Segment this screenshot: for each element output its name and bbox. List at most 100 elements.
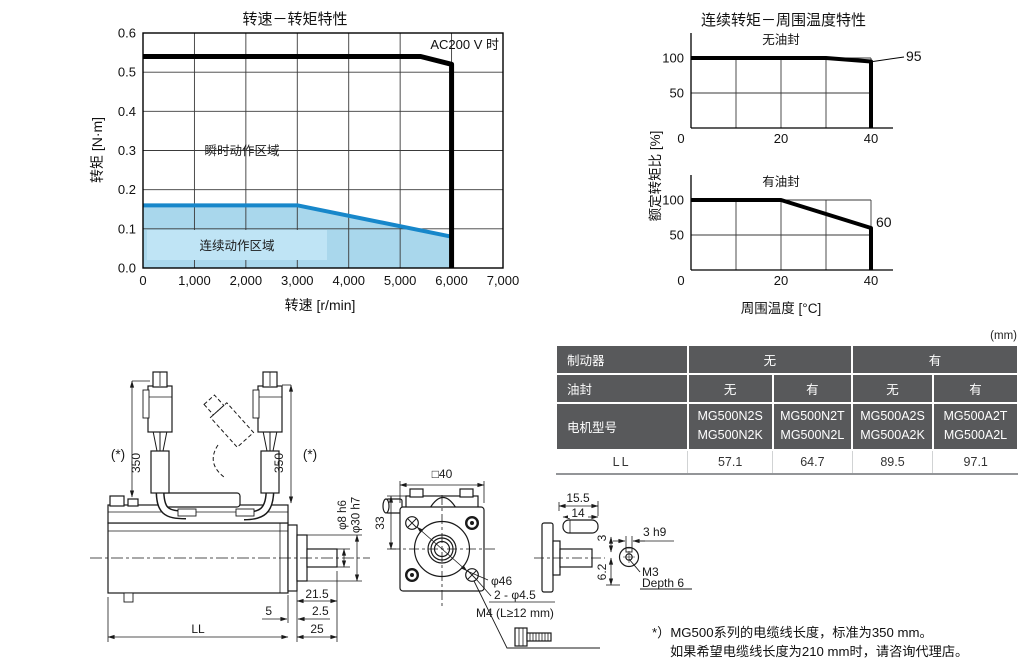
brake-label-cell: 制动器 <box>555 344 689 375</box>
dim-14: 14 <box>571 506 585 520</box>
unit-note: (mm) <box>990 330 1017 342</box>
x-tick-label: 3,000 <box>281 273 314 288</box>
footnote-line1: *）MG500系列的电缆线长度，标准为350 mm。 <box>652 625 933 640</box>
motor-cable-left <box>142 371 197 520</box>
connector-alt-position-dashed <box>203 394 255 448</box>
y-tick-label: 0.3 <box>118 143 136 158</box>
continuous-region-label-box <box>147 230 327 260</box>
x-tick-label: 7,000 <box>487 273 520 288</box>
model-name: MG500N2K <box>697 428 763 443</box>
model-name: MG500N2L <box>780 428 845 443</box>
cable-length-dim-right: 350 <box>272 453 286 473</box>
seal-cell: 有 <box>771 373 854 404</box>
connector-left <box>147 385 173 433</box>
tap-spec: M3 <box>642 565 659 579</box>
x-tick-label: 4,000 <box>332 273 365 288</box>
model-cell: MG500A2T MG500A2L <box>931 402 1020 451</box>
footnote-line2: 如果希望电缆线长度为210 mm时，请咨询代理店。 <box>670 644 969 660</box>
x-tick-label: 0 <box>139 273 146 288</box>
y-tick-label: 100 <box>662 193 684 208</box>
model-name: MG500A2L <box>943 428 1008 443</box>
plot-border <box>142 32 504 269</box>
dim-33: 33 <box>373 516 387 530</box>
y-tick-label: 0.2 <box>118 182 136 197</box>
y-tick-label: 0.4 <box>118 104 136 119</box>
derating-line <box>691 56 873 128</box>
x-tick-label: 40 <box>864 273 878 288</box>
y-tick-label: 50 <box>670 228 684 243</box>
derating-line <box>691 198 873 270</box>
x-tick-label: 1,000 <box>178 273 211 288</box>
dim-3: 3 <box>595 534 609 541</box>
shaft-diameter-dim: φ8 h6 <box>337 500 349 530</box>
ll-value-cell: 97.1 <box>932 449 1018 475</box>
x-tick-label: 0 <box>677 131 684 146</box>
model-name: MG500A2S <box>860 409 925 423</box>
ll-value-cell: 64.7 <box>772 449 853 475</box>
dim-25: 25 <box>310 622 324 636</box>
seal-cell: 无 <box>686 373 774 404</box>
y-tick-label: 0.6 <box>118 26 136 41</box>
torque-speed-chart-title: 转速－转矩特性 <box>242 11 348 28</box>
model-name: MG500A2T <box>943 409 1008 423</box>
bolt-circle-dim: φ46 <box>491 574 512 588</box>
voltage-annotation: AC200 V 时 <box>430 37 499 52</box>
shaft-detail-view <box>534 519 640 593</box>
model-cell: MG500N2T MG500N2L <box>771 402 854 451</box>
end-value-leader <box>872 56 905 62</box>
x-tick-label: 40 <box>864 131 878 146</box>
ll-row: LL 57.1 64.7 89.5 97.1 <box>556 449 1018 475</box>
y-tick-label: 0.1 <box>118 221 136 236</box>
y-tick-label: 0.0 <box>118 261 136 276</box>
x-tick-label: 5,000 <box>384 273 417 288</box>
dim-ll: LL <box>191 622 205 636</box>
side-view-dimensions <box>107 380 362 642</box>
y-tick-label: 0.5 <box>118 65 136 80</box>
asterisk-note-right: (*) <box>303 447 317 462</box>
brake-yes-cell: 有 <box>851 344 1019 375</box>
x-tick-label: 2,000 <box>230 273 263 288</box>
motor-side-view <box>90 371 370 603</box>
front-view-dimensions <box>387 481 600 649</box>
ll-label-cell: LL <box>556 449 689 475</box>
ll-value-cell: 57.1 <box>687 449 774 475</box>
brake-row: 制动器 无 有 <box>555 344 1019 375</box>
y-tick-label: 50 <box>670 86 684 101</box>
temp-chart-title: 连续转矩－周围温度特性 <box>700 12 866 29</box>
motor-front-view <box>382 488 496 607</box>
model-name: MG500N2T <box>780 409 845 423</box>
dim-2-5: 2.5 <box>312 604 329 618</box>
dim-square-40: □40 <box>432 467 453 481</box>
end-value-label: 95 <box>906 48 922 64</box>
holes-dim: 2 - φ4.5 <box>494 588 536 602</box>
model-name: MG500A2K <box>860 428 925 443</box>
continuous-region-label: 连续动作区域 <box>199 238 274 253</box>
pilot-diameter-dim: φ30 h7 <box>351 497 363 533</box>
ll-value-cell: 89.5 <box>852 449 934 475</box>
seal-condition-label: 有油封 <box>762 175 800 189</box>
dimension-drawing: (*) (*) 350 350 φ8 h6 φ30 h7 21.5 5 2.5 … <box>90 371 692 649</box>
x-tick-label: 0 <box>677 273 684 288</box>
instant-torque-line <box>143 54 455 268</box>
connector-right <box>257 385 283 433</box>
instant-region-label: 瞬时动作区域 <box>204 144 279 158</box>
y-tick-label: 100 <box>662 51 684 66</box>
x-tick-label: 20 <box>774 131 788 146</box>
cable-length-dim-left: 350 <box>129 453 143 473</box>
dim-5: 5 <box>265 604 272 618</box>
speed-axis-label: 转速 [r/min] <box>284 297 356 313</box>
x-tick-label: 20 <box>774 273 788 288</box>
cable-length-footnote: *）MG500系列的电缆线长度，标准为350 mm。 如果希望电缆线长度为210… <box>652 623 968 661</box>
seal-cell: 无 <box>851 373 934 404</box>
bolt-icon <box>514 627 552 647</box>
dim-15-5: 15.5 <box>566 491 590 505</box>
bolt-spec: M4 (L≥12 mm) <box>476 606 554 620</box>
oil-seal-row: 油封 无 有 无 有 <box>555 373 1020 404</box>
torque-speed-chart: 连续动作区域 瞬时动作区域 AC200 V 时 0.0 0.1 0.2 0.3 0.4 0.5 0… <box>118 26 520 289</box>
motor-cable-right <box>235 371 283 521</box>
